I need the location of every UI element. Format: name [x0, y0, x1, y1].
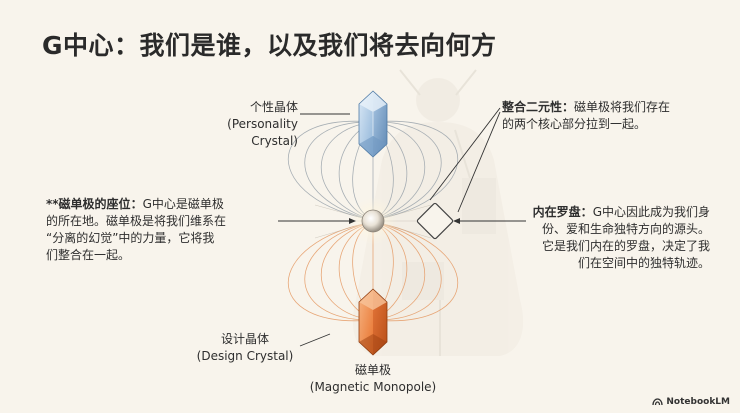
duality-callout: 整合二元性：磁单极将我们存在 的两个核心部分拉到一起。 [502, 99, 712, 133]
seat-callout-line2: 的所在地。磁单极是将我们维系在 [46, 214, 227, 228]
personality-crystal [358, 90, 388, 158]
monopole-cn: 磁单极 [354, 363, 391, 377]
seat-callout-heading: **磁单极的座位 [46, 197, 131, 211]
seat-callout-line1: G中心是磁单极 [142, 197, 224, 211]
personality-crystal-en: (Personality Crystal) [227, 117, 298, 148]
seat-callout: **磁单极的座位：G中心是磁单极 的所在地。磁单极是将我们维系在 “分离的幻觉”… [46, 196, 280, 264]
seat-callout-line3: “分离的幻觉”中的力量，它将我 [46, 231, 215, 245]
notebooklm-brand: NotebookLM [652, 397, 730, 407]
design-crystal [358, 288, 388, 356]
compass-callout-line3: 它是我们内在的罗盘，决定了我 [541, 239, 710, 253]
duality-callout-line1: 磁单极将我们存在 [574, 100, 671, 114]
personality-crystal-label: 个性晶体 (Personality Crystal) [180, 99, 298, 150]
compass-callout-line2: 份、爱和生命独特方向的源头。 [541, 222, 710, 236]
g-center-diamond-icon [416, 202, 454, 240]
connector-lines [278, 107, 526, 347]
page-title: G中心：我们是谁，以及我们将去向何方 [42, 31, 497, 60]
field-lines [287, 120, 459, 322]
duality-callout-heading: 整合二元性 [502, 100, 563, 114]
compass-callout: 内在罗盘：G中心因此成为我们身 份、爱和生命独特方向的源头。 它是我们内在的罗盘… [520, 204, 710, 272]
duality-callout-line2: 的两个核心部分拉到一起。 [502, 117, 647, 131]
compass-callout-heading: 内在罗盘 [532, 205, 581, 219]
design-crystal-cn: 设计晶体 [220, 332, 269, 346]
monopole-sphere [349, 197, 397, 245]
bodygraph-silhouette [352, 69, 524, 356]
notebooklm-logo-icon [652, 398, 664, 406]
design-crystal-label: 设计晶体 (Design Crystal) [190, 331, 300, 365]
monopole-label: 磁单极 (Magnetic Monopole) [300, 362, 446, 396]
design-crystal-en: (Design Crystal) [196, 349, 294, 363]
duality-callout-colon: ： [562, 100, 575, 114]
brand-text: NotebookLM [666, 397, 730, 407]
compass-callout-line4: 们在空间中的独特轨迹。 [577, 256, 710, 270]
compass-callout-line1: G中心因此成为我们身 [592, 205, 710, 219]
compass-callout-colon: ： [580, 205, 593, 219]
seat-callout-line4: 们整合在一起。 [46, 248, 131, 262]
monopole-en: (Magnetic Monopole) [309, 380, 437, 394]
personality-crystal-cn: 个性晶体 [249, 100, 298, 114]
seat-callout-colon: ： [130, 197, 143, 211]
